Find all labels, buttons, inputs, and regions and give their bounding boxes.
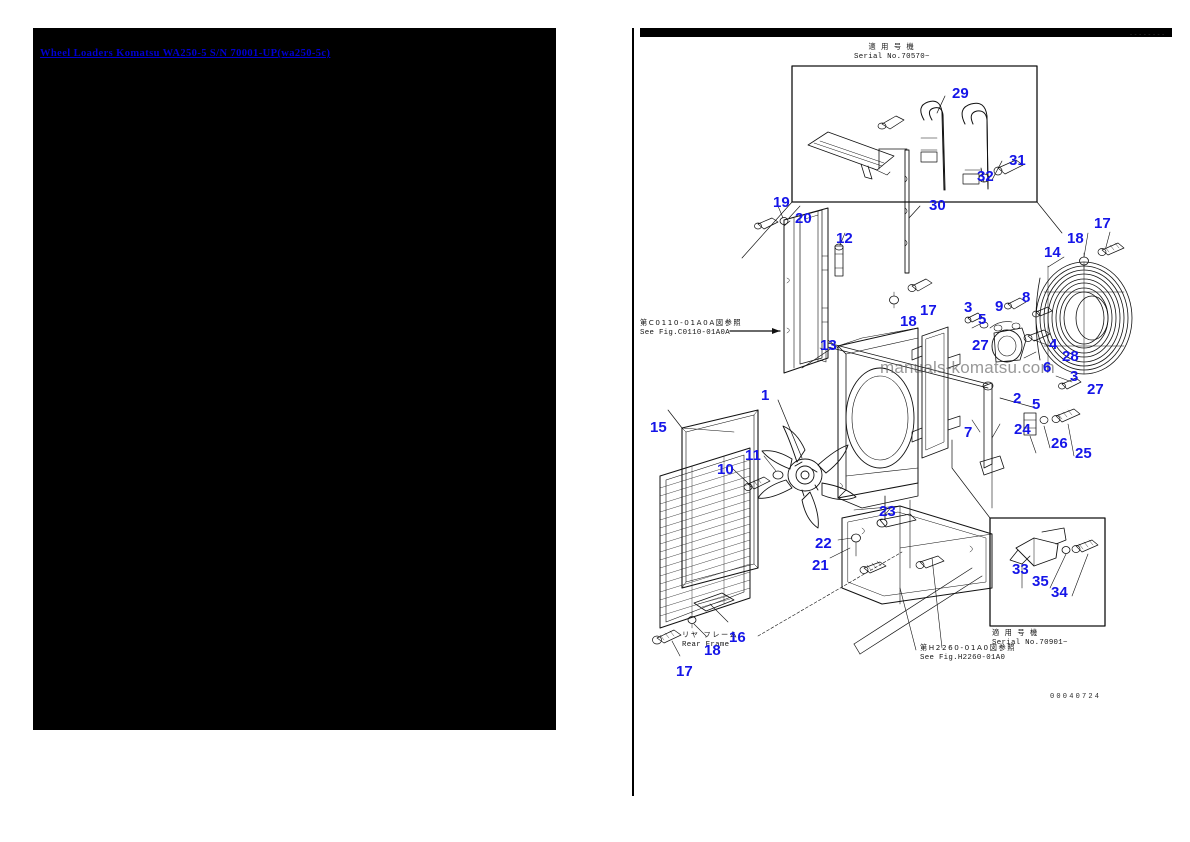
part-callout-27[interactable]: 27 bbox=[1087, 381, 1104, 398]
part-callout-2[interactable]: 2 bbox=[1013, 390, 1022, 407]
part-callout-13[interactable]: 13 bbox=[820, 337, 837, 354]
part-callout-21[interactable]: 21 bbox=[812, 557, 829, 574]
rear-frame-label: リヤ フレーム Rear Frame bbox=[682, 630, 738, 651]
ref-h2260-jp: 第H2260-01A0図参照 bbox=[920, 643, 1017, 652]
page-left-border-rule bbox=[632, 28, 634, 796]
part-callout-10[interactable]: 10 bbox=[717, 461, 734, 478]
figure-reference-h2260[interactable]: 第H2260-01A0図参照 See Fig.H2260-01A0 bbox=[920, 643, 1016, 664]
part-callout-18[interactable]: 18 bbox=[900, 313, 917, 330]
page-header-bar bbox=[640, 28, 1172, 37]
part-callout-25[interactable]: 25 bbox=[1075, 445, 1092, 462]
part-callout-30[interactable]: 30 bbox=[929, 197, 946, 214]
part-callout-17[interactable]: 17 bbox=[1094, 215, 1111, 232]
part-callout-18[interactable]: 18 bbox=[704, 642, 721, 659]
part-callout-5[interactable]: 5 bbox=[1032, 396, 1041, 413]
part-callout-1[interactable]: 1 bbox=[761, 387, 770, 404]
part-callout-33[interactable]: 33 bbox=[1012, 561, 1029, 578]
part-callout-8[interactable]: 8 bbox=[1022, 289, 1031, 306]
part-callout-5[interactable]: 5 bbox=[978, 311, 987, 328]
part-callout-3[interactable]: 3 bbox=[964, 299, 973, 316]
part-callout-14[interactable]: 14 bbox=[1044, 244, 1061, 261]
part-callout-7[interactable]: 7 bbox=[964, 424, 973, 441]
document-title-link[interactable]: Wheel Loaders Komatsu WA250-5 S/N 70001-… bbox=[40, 48, 331, 59]
part-callout-6[interactable]: 6 bbox=[1043, 359, 1052, 376]
drawing-number: 00040724 bbox=[1050, 693, 1102, 701]
inset-top-serial: Serial No.70570~ bbox=[854, 53, 930, 62]
part-callout-16[interactable]: 16 bbox=[729, 629, 746, 646]
part-callout-28[interactable]: 28 bbox=[1062, 348, 1079, 365]
exploded-parts-illustration bbox=[652, 65, 1133, 657]
part-callout-18[interactable]: 18 bbox=[1067, 230, 1084, 247]
ref-c0110-en: See Fig.C0110-01A0A bbox=[640, 329, 730, 338]
part-callout-22[interactable]: 22 bbox=[815, 535, 832, 552]
part-callout-31[interactable]: 31 bbox=[1009, 152, 1026, 169]
inset-bottom-jp-label: 適 用 号 機 bbox=[992, 628, 1039, 637]
part-callout-12[interactable]: 12 bbox=[836, 230, 853, 247]
part-callout-35[interactable]: 35 bbox=[1032, 573, 1049, 590]
parts-diagram-page: -------- bbox=[632, 28, 1172, 798]
inset-caption-bottom: 適 用 号 機 Serial No.70901~ bbox=[992, 628, 1068, 649]
part-callout-11[interactable]: 11 bbox=[745, 447, 761, 464]
part-callout-4[interactable]: 4 bbox=[1049, 336, 1058, 353]
inset-caption-top: 適 用 号 機 Serial No.70570~ bbox=[854, 42, 930, 63]
content-panel-background bbox=[33, 28, 556, 730]
part-callout-17[interactable]: 17 bbox=[676, 663, 693, 680]
page-corner-code: -------- bbox=[1129, 31, 1166, 38]
figure-reference-c0110[interactable]: 第C0110-01A0A図参照 See Fig.C0110-01A0A bbox=[640, 318, 742, 339]
part-callout-29[interactable]: 29 bbox=[952, 85, 969, 102]
inset-bottom-serial: Serial No.70901~ bbox=[992, 639, 1068, 648]
part-callout-3[interactable]: 3 bbox=[1070, 368, 1079, 385]
part-callout-23[interactable]: 23 bbox=[879, 503, 896, 520]
part-callout-34[interactable]: 34 bbox=[1051, 584, 1068, 601]
part-callout-19[interactable]: 19 bbox=[773, 194, 790, 211]
part-callout-24[interactable]: 24 bbox=[1014, 421, 1031, 438]
ref-h2260-en: See Fig.H2260-01A0 bbox=[920, 654, 1006, 663]
part-callout-27[interactable]: 27 bbox=[972, 337, 989, 354]
ref-c0110-jp: 第C0110-01A0A図参照 bbox=[640, 318, 743, 327]
part-callout-26[interactable]: 26 bbox=[1051, 435, 1068, 452]
inset-top-jp-label: 適 用 号 機 bbox=[868, 42, 916, 51]
rear-frame-en: Rear Frame bbox=[682, 641, 730, 650]
part-callout-15[interactable]: 15 bbox=[650, 419, 667, 436]
part-callout-32[interactable]: 32 bbox=[977, 168, 994, 185]
part-callout-9[interactable]: 9 bbox=[995, 298, 1004, 315]
part-callout-20[interactable]: 20 bbox=[795, 210, 812, 227]
part-callout-17[interactable]: 17 bbox=[920, 302, 937, 319]
rear-frame-jp: リヤ フレーム bbox=[682, 630, 739, 639]
